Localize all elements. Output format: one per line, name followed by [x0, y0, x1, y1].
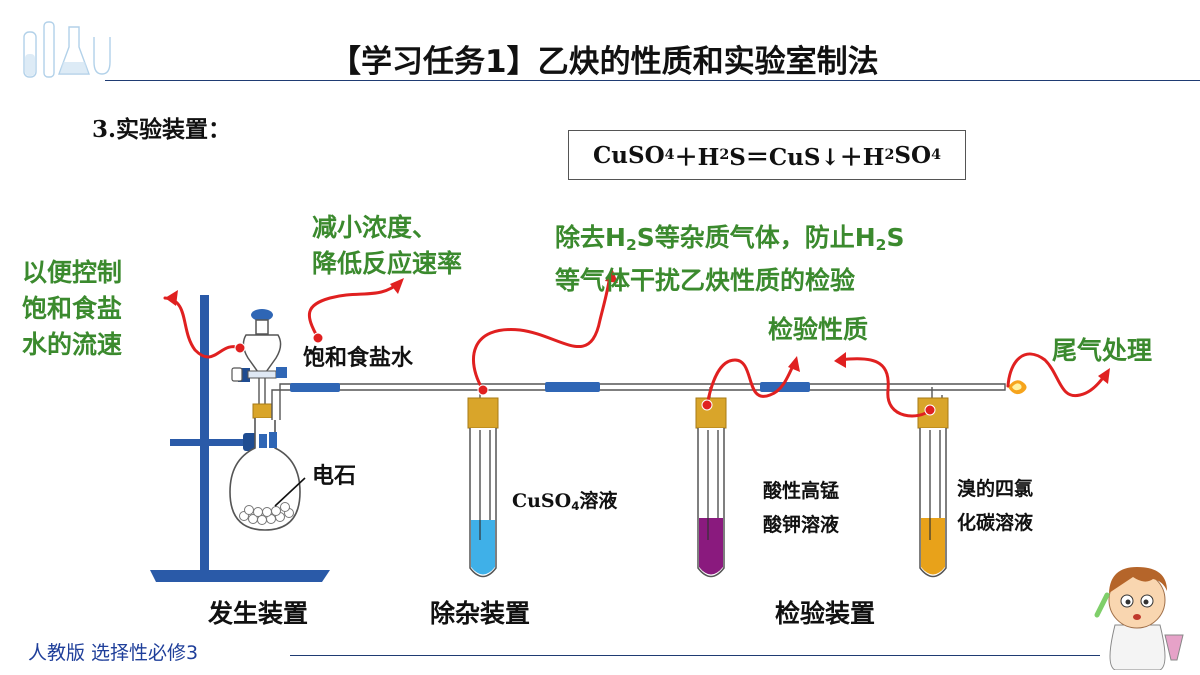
eq-sub: 2: [884, 147, 895, 163]
title-divider: [105, 80, 1200, 81]
test-tube-cuso4: [467, 397, 499, 578]
eq-part: S＝CuS↓＋H: [729, 144, 885, 171]
label-calcium-carbide: 电石: [312, 464, 357, 489]
annotation-tail-gas: 尾气处理: [1052, 336, 1153, 365]
annotation-line: 减小浓度、: [312, 213, 438, 242]
flame-icon: [1008, 380, 1027, 395]
annotation-line: 等气体干扰乙炔性质的检验: [555, 265, 856, 295]
section-heading: 3.实验装置：: [92, 116, 232, 143]
ring-stand: [150, 295, 330, 582]
eq-sub: 2: [719, 147, 730, 163]
annotation-line: 饱和食盐: [22, 294, 123, 323]
label-text: CuSO: [512, 490, 572, 512]
annotation-text: S等杂质气体，防止H: [636, 223, 876, 252]
annotation-arrows: [163, 273, 1107, 418]
annotation-text: 除去H: [555, 223, 626, 252]
label-brine: 饱和食盐水: [303, 346, 414, 371]
annotation-reduce-concentration: 减小浓度、 降低反应速率: [312, 210, 462, 282]
footer-divider: [290, 655, 1100, 656]
test-tube-bromine: [917, 397, 949, 578]
annotation-line: 降低反应速率: [312, 249, 463, 278]
annotation-flow-control: 以便控制 饱和食盐 水的流速: [22, 255, 122, 363]
annotation-remove-h2s: 除去H2S等杂质气体，防止H2S 等气体干扰乙炔性质的检验: [555, 220, 904, 299]
caption-purification: 除杂装置: [430, 599, 531, 628]
annotation-test-properties: 检验性质: [768, 315, 869, 344]
annotation-text: S: [886, 223, 905, 252]
caption-generation: 发生装置: [208, 599, 309, 628]
test-tube-kmno4: [695, 397, 727, 578]
page-title: 【学习任务1】乙炔的性质和实验室制法: [330, 44, 879, 80]
label-line: 酸性高锰: [763, 480, 840, 502]
label-text: 溶液: [579, 490, 618, 512]
annotation-sub: 2: [625, 235, 637, 254]
annotation-line: 水的流速: [22, 330, 123, 359]
label-line: 酸钾溶液: [763, 514, 840, 536]
round-bottom-flask: [229, 403, 306, 531]
calcium-carbide-lumps: [239, 502, 294, 525]
delivery-tube: [271, 383, 1006, 525]
label-sub: 4: [571, 498, 580, 513]
tube-connectors: [290, 382, 810, 392]
label-cuso4-solution: CuSO4溶液: [512, 484, 617, 523]
lab-glassware-decoration: [23, 21, 111, 78]
caption-testing: 检验装置: [775, 599, 876, 628]
arrow-dots: [234, 332, 936, 416]
label-line: 化碳溶液: [957, 512, 1034, 534]
annotation-sub: 2: [875, 235, 887, 254]
arrow-heads: [165, 268, 1110, 384]
cartoon-scientist-illustration: [1094, 567, 1184, 670]
eq-sub: 4: [931, 147, 941, 163]
eq-part: SO: [894, 141, 932, 169]
footer-edition: 人教版 选择性必修3: [28, 642, 199, 664]
label-line: 溴的四氯: [957, 478, 1034, 500]
label-bromine-solution: 溴的四氯 化碳溶液: [957, 472, 1033, 540]
eq-sub: 4: [664, 147, 675, 163]
eq-part: ＋H: [674, 144, 720, 171]
eq-part: CuSO: [592, 141, 665, 169]
annotation-line: 以便控制: [22, 258, 123, 287]
separatory-funnel: [231, 309, 287, 409]
label-kmno4-solution: 酸性高锰 酸钾溶液: [763, 474, 839, 542]
